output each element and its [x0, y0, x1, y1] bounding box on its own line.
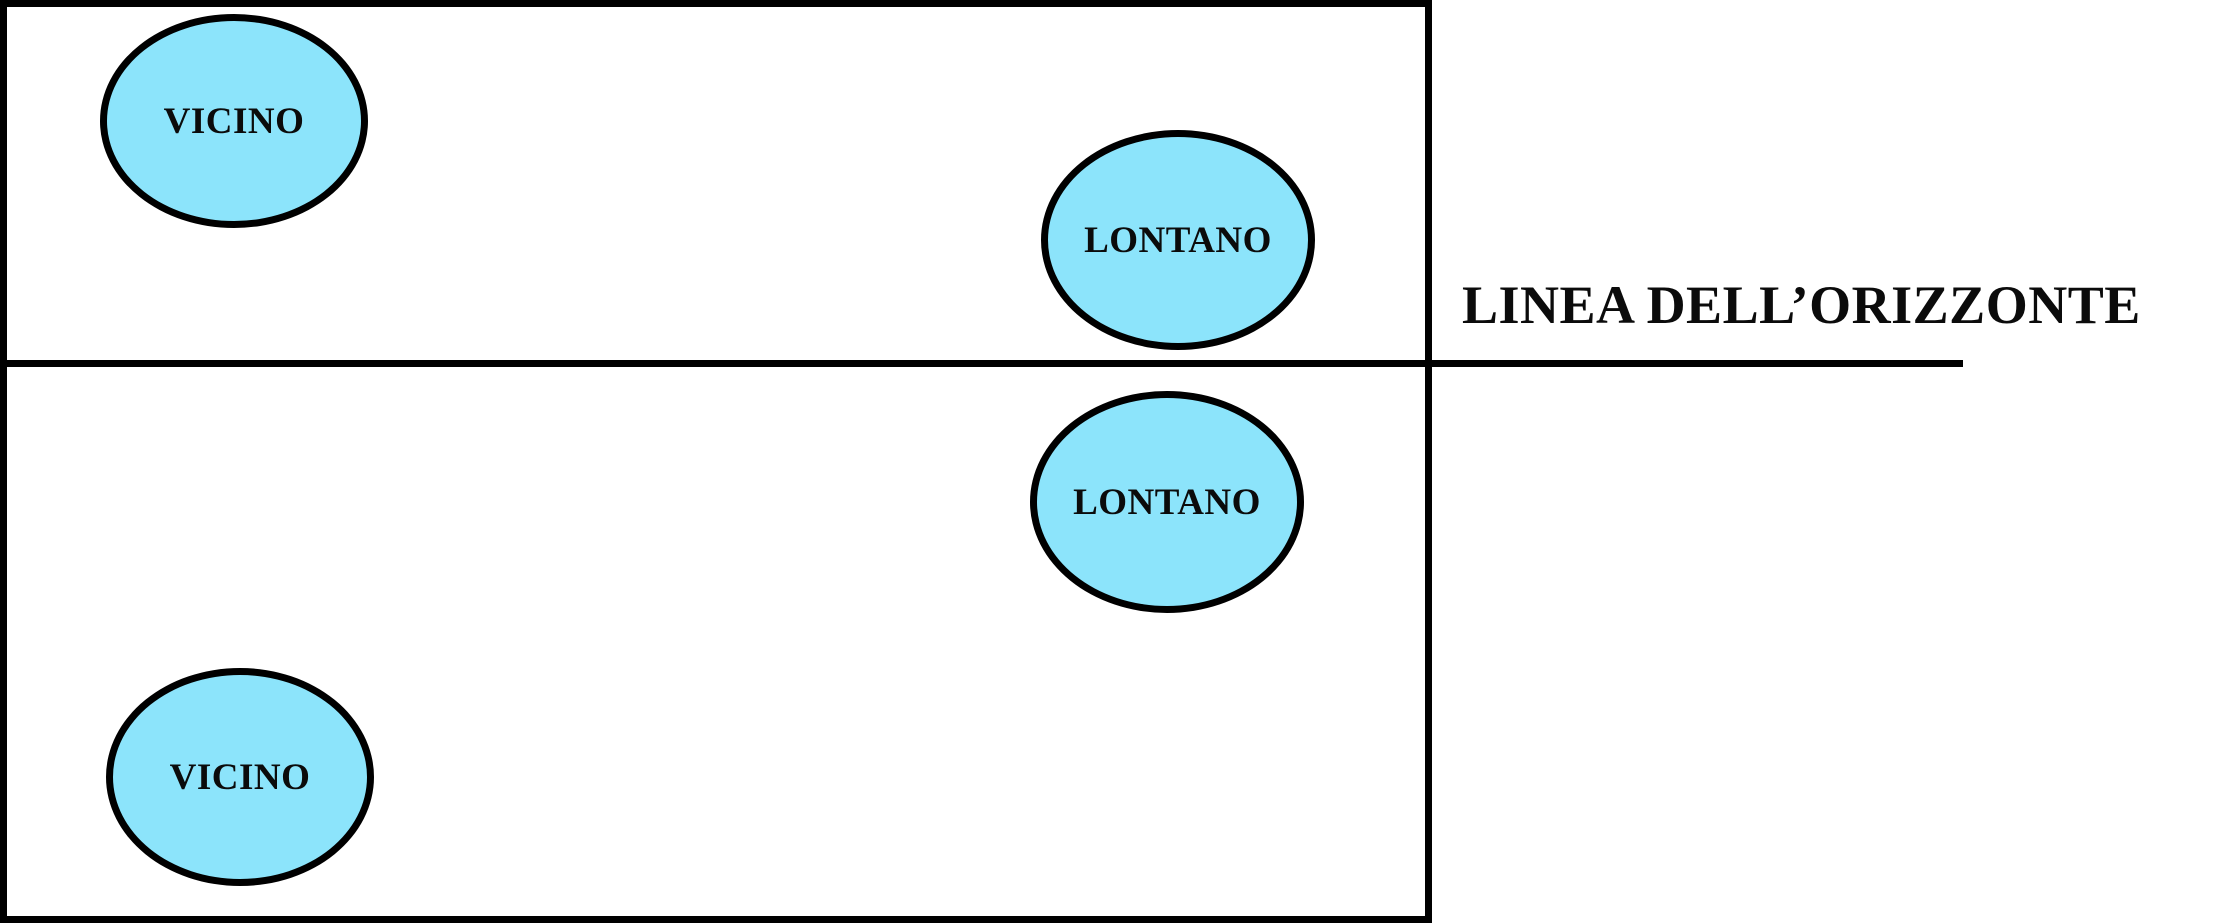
- ellipse-label-lontano-upper: LONTANO: [1084, 219, 1272, 261]
- ellipse-lontano-upper[interactable]: LONTANO: [1041, 130, 1315, 350]
- ellipse-label-vicino-lower: VICINO: [169, 756, 311, 798]
- ellipse-label-lontano-lower: LONTANO: [1073, 481, 1261, 523]
- horizon-line: [1428, 360, 1963, 367]
- horizon-line-label: LINEA DELL’ORIZZONTE: [1462, 275, 2141, 335]
- ellipse-label-vicino-upper: VICINO: [163, 100, 305, 142]
- ellipse-lontano-lower[interactable]: LONTANO: [1030, 391, 1304, 613]
- ellipse-vicino-upper[interactable]: VICINO: [100, 14, 368, 228]
- ellipse-vicino-lower[interactable]: VICINO: [106, 668, 374, 886]
